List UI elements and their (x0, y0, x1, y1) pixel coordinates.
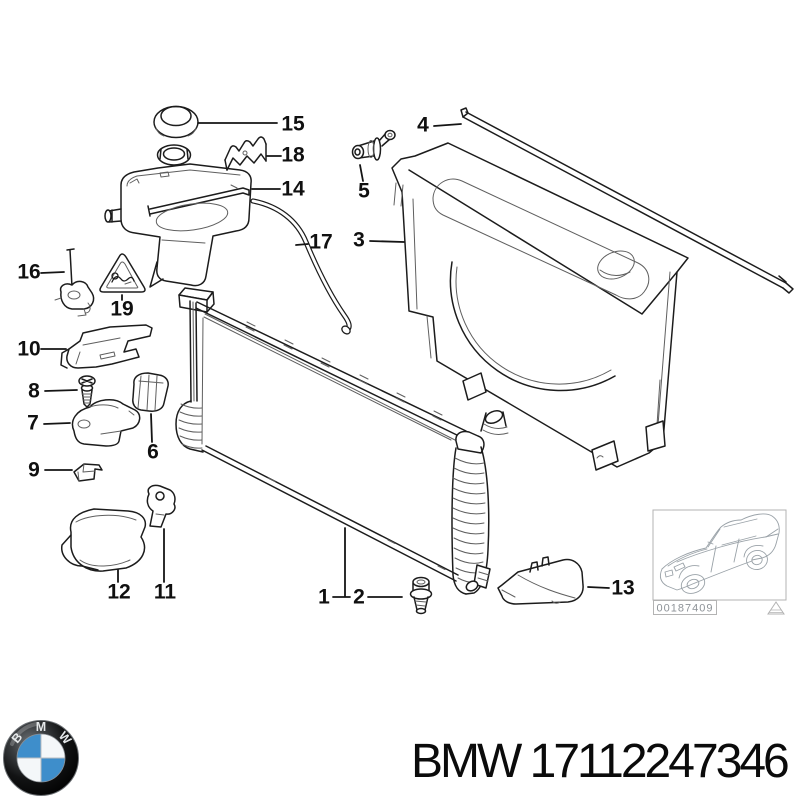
callout-8: 8 (28, 380, 40, 403)
callout-3: 3 (353, 229, 365, 252)
cover-drawing (497, 556, 584, 605)
callout-7: 7 (27, 412, 39, 435)
callout-4: 4 (417, 114, 429, 137)
roundel-quadrant-white-bl (17, 758, 41, 782)
callout-10: 10 (17, 338, 40, 361)
callout-5: 5 (358, 180, 370, 203)
callout-17: 17 (309, 231, 332, 254)
air-duct-drawing (61, 508, 147, 572)
car-thumbnail: 00187409 (652, 509, 787, 615)
bracket-drawing (60, 324, 153, 369)
clip-nut-drawing (73, 463, 103, 482)
callout-11: 11 (154, 581, 177, 604)
callout-9: 9 (28, 459, 40, 482)
car-sketch (659, 513, 780, 594)
callout-19: 19 (110, 298, 133, 321)
roundel-quadrant-white-tr (41, 734, 65, 758)
callout-1: 1 (318, 586, 330, 609)
logo-letter-m: M (36, 720, 46, 734)
callout-labels: 15 18 14 5 4 3 17 16 19 10 8 7 6 9 12 11… (17, 113, 634, 609)
expansion-tank-drawing (104, 144, 252, 288)
callout-2: 2 (353, 586, 365, 609)
part-number-title: BMW 17112247346 (411, 735, 788, 788)
roundel-quadrant-blue-br (41, 758, 65, 782)
callout-14: 14 (281, 178, 305, 201)
trim-strip-drawing (460, 107, 794, 294)
expansion-rivet-drawing (351, 129, 396, 161)
callout-12: 12 (107, 581, 130, 604)
image-id-box (653, 600, 717, 615)
holder-drawing (71, 399, 141, 447)
radiator-drawing (175, 287, 509, 595)
mount-drawing (146, 484, 176, 528)
thumbnail-frame (652, 509, 787, 601)
callout-6: 6 (147, 441, 159, 464)
screw-drawing (78, 375, 96, 408)
tank-cap-drawing (153, 105, 199, 139)
leader-lines (40, 122, 610, 598)
roundel-quadrant-blue-tl (17, 734, 41, 758)
callout-15: 15 (281, 113, 305, 136)
corner-triangle-icon (767, 601, 785, 615)
bmw-logo: B M W (3, 720, 79, 796)
callout-16: 16 (17, 261, 40, 284)
rubber-pad-drawing (132, 372, 169, 412)
vent-hose-drawing (250, 198, 352, 335)
drain-plug-drawing (409, 576, 433, 615)
callout-13: 13 (611, 577, 634, 600)
level-sensor-drawing (54, 248, 95, 317)
fan-shroud-drawing (391, 142, 689, 471)
image-id: 00187409 (657, 603, 714, 615)
retaining-clip-drawing (224, 136, 267, 171)
callout-18: 18 (281, 144, 305, 167)
warning-label-drawing (99, 253, 146, 293)
